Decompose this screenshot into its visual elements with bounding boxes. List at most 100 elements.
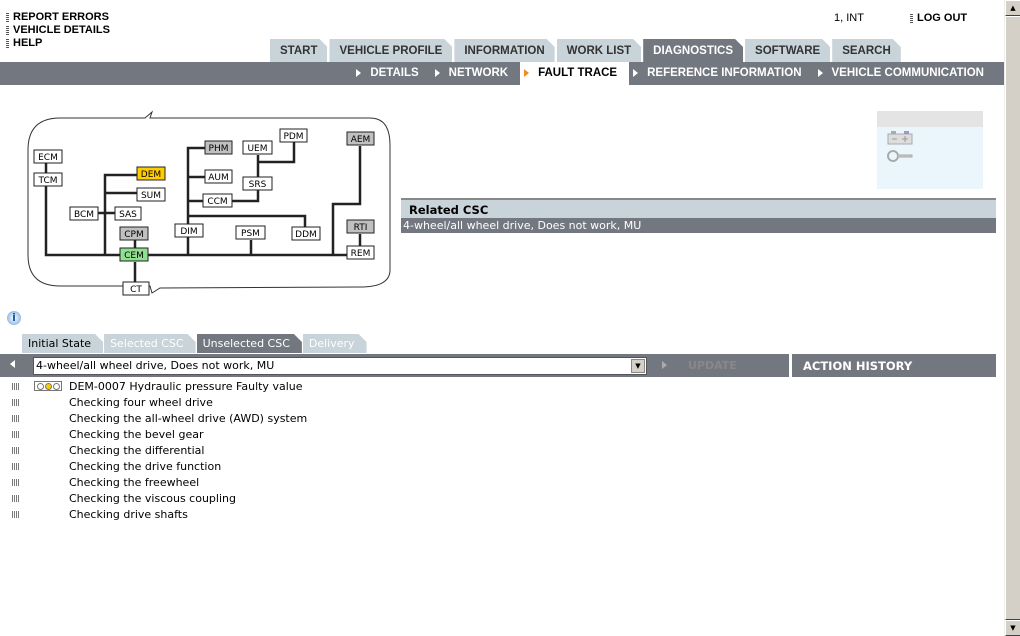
- node-label: SAS: [119, 210, 137, 220]
- main-tabs: START VEHICLE PROFILE INFORMATION WORK L…: [270, 39, 901, 62]
- node-uem[interactable]: UEM: [242, 140, 273, 155]
- node-phm[interactable]: PHM: [204, 140, 233, 155]
- logout-label: LOG OUT: [917, 12, 968, 24]
- list-item-label: Checking the bevel gear: [69, 427, 204, 441]
- node-srs[interactable]: SRS: [242, 176, 273, 191]
- battery-icon: [887, 131, 913, 162]
- subtab-fault-trace[interactable]: FAULT TRACE: [520, 62, 630, 85]
- node-sum[interactable]: SUM: [136, 187, 166, 202]
- node-ccm[interactable]: CCM: [202, 193, 233, 208]
- help-link[interactable]: HELP: [6, 37, 42, 49]
- subtab-network[interactable]: NETWORK: [431, 62, 520, 85]
- link-label: HELP: [13, 37, 43, 49]
- list-item[interactable]: Checking the viscous coupling: [12, 490, 236, 506]
- list-item-label: Checking four wheel drive: [69, 395, 213, 409]
- network-wires: [44, 142, 362, 282]
- node-rem[interactable]: REM: [346, 245, 375, 260]
- list-item[interactable]: Checking drive shafts: [12, 506, 188, 522]
- list-item[interactable]: Checking the freewheel: [12, 474, 199, 490]
- list-item[interactable]: Checking four wheel drive: [12, 394, 213, 410]
- node-box: [33, 172, 63, 187]
- node-box: [291, 226, 321, 241]
- related-csc-item[interactable]: 4-wheel/all wheel drive, Does not work, …: [401, 218, 996, 233]
- grip-icon: [12, 398, 19, 406]
- node-pdm[interactable]: PDM: [279, 128, 308, 143]
- list-item-label: Checking drive shafts: [69, 507, 188, 521]
- scrollbar[interactable]: ▲ ▼: [1004, 0, 1020, 636]
- list-item-label: Checking the viscous coupling: [69, 491, 236, 505]
- action-history-header[interactable]: ACTION HISTORY: [792, 354, 996, 377]
- node-box: [69, 206, 99, 221]
- link-label: REPORT ERRORS: [13, 11, 109, 23]
- node-box: [204, 169, 233, 184]
- node-sas[interactable]: SAS: [114, 206, 142, 221]
- tab-unselected-csc[interactable]: Unselected CSC: [197, 334, 302, 353]
- tab-information[interactable]: INFORMATION: [454, 39, 554, 62]
- list-item[interactable]: Checking the bevel gear: [12, 426, 204, 442]
- tab-selected-csc[interactable]: Selected CSC: [104, 334, 196, 353]
- sub-nav: DETAILS NETWORK FAULT TRACE REFERENCE IN…: [0, 62, 1004, 85]
- list-item[interactable]: Checking the differential: [12, 442, 204, 458]
- node-tcm[interactable]: TCM: [33, 172, 63, 187]
- car-outline: [27, 110, 391, 294]
- subtab-vehicle-communication[interactable]: VEHICLE COMMUNICATION: [814, 62, 996, 85]
- node-label: SRS: [249, 180, 267, 190]
- node-box: [242, 140, 273, 155]
- node-cpm[interactable]: CPM: [119, 226, 149, 241]
- tab-start[interactable]: START: [270, 39, 327, 62]
- info-icon[interactable]: i: [7, 311, 21, 325]
- node-ecm[interactable]: ECM: [33, 149, 63, 164]
- list-item[interactable]: DEM-0007 Hydraulic pressure Faulty value: [12, 378, 303, 394]
- node-aem[interactable]: AEM: [346, 131, 375, 146]
- node-dim[interactable]: DIM: [174, 223, 204, 238]
- chevron-down-icon[interactable]: ▼: [631, 359, 645, 373]
- node-bcm[interactable]: BCM: [69, 206, 99, 221]
- node-box: [136, 187, 166, 202]
- grip-icon: [12, 462, 19, 470]
- tab-software[interactable]: SOFTWARE: [745, 39, 830, 62]
- grip-icon: [12, 414, 19, 422]
- update-button[interactable]: UPDATE: [688, 359, 737, 372]
- vehicle-details-link[interactable]: VEHICLE DETAILS: [6, 24, 110, 36]
- node-label: DEM: [141, 170, 161, 180]
- subtab-details[interactable]: DETAILS: [352, 62, 430, 85]
- node-box: [346, 245, 375, 260]
- grip-icon: [12, 510, 19, 518]
- tab-initial-state[interactable]: Initial State: [22, 334, 103, 353]
- report-errors-link[interactable]: REPORT ERRORS: [6, 11, 109, 23]
- node-label: DDM: [295, 230, 317, 240]
- node-dem[interactable]: DEM: [136, 166, 166, 181]
- tab-work-list[interactable]: WORK LIST: [557, 39, 642, 62]
- tab-delivery[interactable]: Delivery: [303, 334, 367, 353]
- grip-icon: [12, 494, 19, 502]
- prev-arrow-icon[interactable]: [10, 360, 15, 368]
- next-arrow-icon[interactable]: [662, 361, 667, 369]
- grip-icon: [910, 13, 913, 23]
- node-ddm[interactable]: DDM: [291, 226, 321, 241]
- node-box: [202, 193, 233, 208]
- list-item[interactable]: Checking the all-wheel drive (AWD) syste…: [12, 410, 307, 426]
- csc-select[interactable]: 4-wheel/all wheel drive, Does not work, …: [33, 357, 647, 375]
- node-aum[interactable]: AUM: [204, 169, 233, 184]
- node-label: CEM: [124, 251, 144, 261]
- grip-icon: [6, 25, 9, 35]
- tab-diagnostics[interactable]: DIAGNOSTICS: [643, 39, 743, 62]
- tab-search[interactable]: SEARCH: [832, 39, 901, 62]
- key-icon: [887, 150, 913, 162]
- list-item[interactable]: Checking the drive function: [12, 458, 221, 474]
- node-label: PSM: [241, 229, 260, 239]
- node-cem[interactable]: CEM: [119, 247, 149, 262]
- scroll-up-icon[interactable]: ▲: [1005, 0, 1020, 16]
- node-rti[interactable]: RTI: [346, 219, 375, 234]
- related-csc-title: Related CSC: [401, 198, 996, 218]
- node-box: [122, 281, 150, 296]
- logout-link[interactable]: LOG OUT: [910, 12, 967, 24]
- node-ct[interactable]: CT: [122, 281, 150, 296]
- subtab-reference-information[interactable]: REFERENCE INFORMATION: [629, 62, 813, 85]
- scroll-down-icon[interactable]: ▼: [1005, 620, 1020, 636]
- node-label: AEM: [351, 135, 371, 145]
- node-label: SUM: [141, 191, 161, 201]
- scroll-thumb[interactable]: [1005, 16, 1020, 620]
- node-psm[interactable]: PSM: [235, 225, 266, 240]
- tab-vehicle-profile[interactable]: VEHICLE PROFILE: [329, 39, 452, 62]
